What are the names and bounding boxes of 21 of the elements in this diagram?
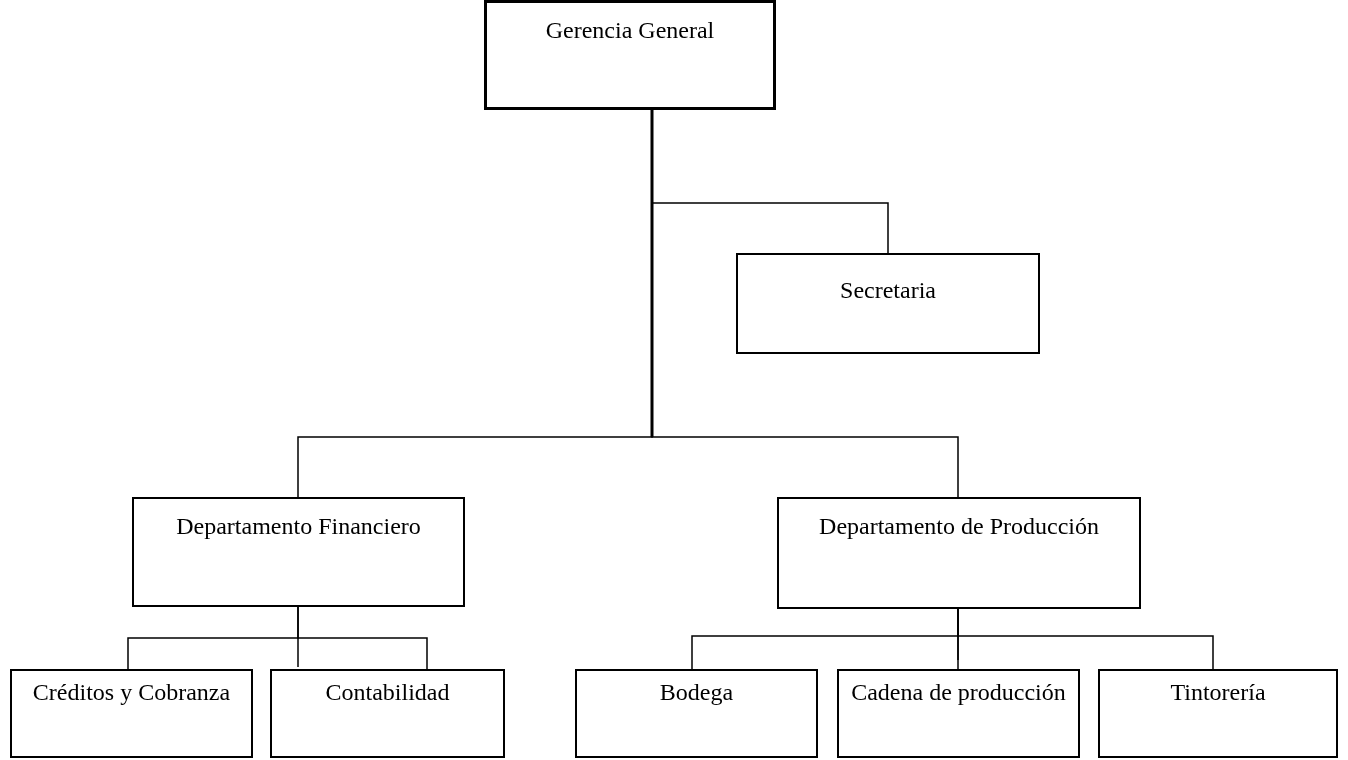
box-label: Gerencia General	[545, 16, 715, 45]
box-label: Contabilidad	[325, 678, 450, 707]
box-label: Bodega	[659, 678, 734, 707]
box-label: Secretaria	[840, 276, 936, 305]
org-box	[777, 497, 1141, 609]
org-box	[1098, 669, 1338, 758]
connector-line	[957, 608, 1214, 670]
box-label: Créditos y Cobranza	[32, 678, 231, 707]
box-label: Departamento de Producción	[819, 512, 1099, 541]
org-box	[132, 497, 465, 607]
org-box	[270, 669, 505, 758]
org-box	[837, 669, 1080, 758]
org-box	[10, 669, 253, 758]
box-label: Cadena de producción	[851, 678, 1066, 707]
trunk-line	[650, 110, 654, 437]
box-label: Departamento Financiero	[176, 512, 421, 541]
org-box	[736, 253, 1040, 354]
org-box	[484, 0, 776, 110]
connector-line	[297, 606, 428, 670]
box-label: Tintorería	[1170, 678, 1266, 707]
org-box	[575, 669, 818, 758]
